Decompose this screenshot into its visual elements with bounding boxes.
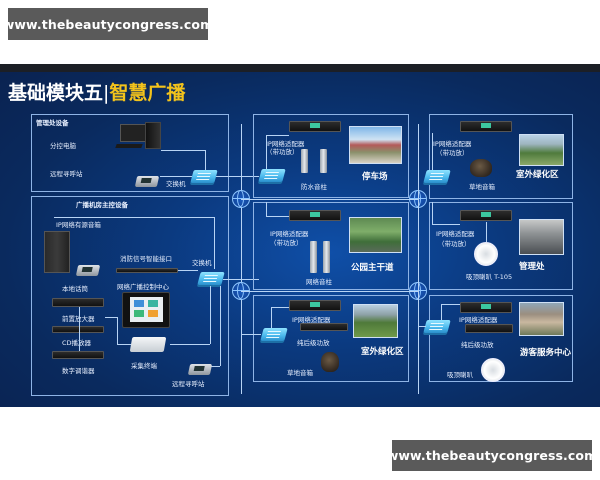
zone-visitor-center-photo [519,302,564,336]
remote-station-label: 远程寻呼站 [50,170,83,178]
zone-visitor-center-adapter-icon [460,302,512,313]
ip-speaker-label: IP网络有源音箱 [56,221,101,229]
panel-top-bar [0,64,600,72]
zone-green-area-1-amp-icon [300,323,348,331]
watermark-top: www.thebeautycongress.com [3,8,213,40]
zone-green-area-1-box [253,295,409,382]
title-module: 基础模块五 [8,82,104,104]
zone-visitor-center-box [429,295,573,382]
preamp-device-icon [52,298,104,307]
local-paging-label: 本地话筒 [62,285,88,293]
zone-visitor-center-amp-label: 纯后级功放 [461,341,494,349]
zone-park-road-adapter-icon [289,210,341,221]
zone-parking-adapter-icon [289,121,341,132]
zone-park-road-speaker-label: 网络音柱 [306,278,332,286]
zone-green-area-2-grass-speaker-icon [470,159,492,177]
capture-terminal-icon [129,337,167,352]
zone-park-road-adapter-label: IP网络适配器 [270,230,309,238]
zone-green-area-1-adapter-icon [289,300,341,311]
cd-player-device-icon [52,326,104,333]
control-center-label: 网络广播控制中心 [117,283,169,291]
zone-green-area-1-amp-label: 纯后级功放 [297,339,330,347]
control-room-box [31,196,229,396]
network-column-speaker-icon-2 [323,241,330,273]
pc-tower-icon [145,122,161,149]
zone-park-road-box [253,202,409,290]
paging-station-icon [134,176,160,187]
zone-park-road-adapter-sub: （带功放） [270,239,303,247]
zone-visitor-center-ceiling-speaker-icon [481,358,505,382]
zone-green-area-1-adapter-label: IP网络适配器 [292,316,331,324]
control-room-switch-icon [197,272,225,285]
zone-management-office-adapter-sub: （带功放） [438,240,471,248]
computer-icon [120,124,146,142]
zone-management-office-ceiling-speaker-icon [474,242,498,266]
management-switch-icon [190,170,218,183]
diagram-title: 基础模块五|智慧广播 [8,78,185,105]
zone-green-area-2-photo [519,134,564,166]
zone-management-office-adapter-icon [460,210,512,221]
zone-green-area-2-adapter-icon [460,121,512,132]
zone-parking-photo [349,126,402,164]
control-room-heading: 广播机房主控设备 [76,201,128,209]
fire-interface-device-icon [116,268,178,273]
zone-green-area-2-adapter-label: IP网络适配器 [433,140,472,148]
pc-label: 分控电脑 [50,142,76,150]
tuner-device-icon [52,351,104,359]
capture-terminal-label: 采集终端 [131,362,157,370]
zone-green-area-2-adapter-sub: （带功放） [436,149,469,157]
waterproof-column-speaker-icon-1 [301,149,308,173]
control-center-tablet-icon [122,292,170,328]
management-heading: 管理处设备 [36,119,69,127]
zone-management-office-photo [519,219,564,255]
zone-management-office-adapter-label: IP网络适配器 [436,230,475,238]
network-column-speaker-icon-1 [310,241,317,273]
zone-parking-name: 停车场 [362,172,388,182]
zone-management-office-box [429,202,573,290]
zone-management-office-speaker-label: 吸顶喇叭 T-105 [466,273,513,281]
ip-active-speaker-icon [44,231,70,273]
zone-parking-switch-icon [258,169,286,182]
zone-visitor-center-name: 游客服务中心 [520,348,572,358]
zone-parking-adapter-label: IP网络适配器 [266,140,305,148]
keyboard-icon [115,144,143,148]
zone-visitor-center-amp-icon [465,324,513,333]
fire-interface-label: 消防信号智能接口 [120,255,172,263]
zone-green-area-2-box [429,114,573,199]
watermark-bottom: www.thebeautycongress.com [387,440,597,471]
zone-green-area-1-speaker-label: 草地音箱 [287,369,313,377]
zone-green-area-2-name: 室外绿化区 [516,170,559,180]
management-box [31,114,229,192]
zone-parking-speaker-label: 防水音柱 [301,183,327,191]
zone-green-area-1-photo [353,304,398,338]
zone-park-road-name: 公园主干道 [351,263,394,273]
control-room-remote-station-label: 远程寻呼站 [172,380,205,388]
zone-visitor-center-speaker-label: 吸顶喇叭 [447,371,473,379]
zone-visitor-center-adapter-label: IP网络适配器 [459,316,498,324]
local-paging-mic-icon [75,265,101,276]
preamp-label: 前置放大器 [62,313,95,323]
zone-green-area-2-switch-icon [423,170,451,183]
management-switch-label: 交换机 [166,180,186,188]
title-separator: | [103,82,110,104]
zone-park-road-photo [349,217,402,253]
diagram-panel: 基础模块五|智慧广播 管理处设备 分控电脑 远程寻呼站 交换机 广播机房主控设备… [0,64,600,407]
remote-paging-station-icon [187,364,213,375]
zone-green-area-1-switch-icon [260,328,288,341]
zone-parking-box [253,114,409,198]
zone-green-area-2-speaker-label: 草地音箱 [469,183,495,191]
title-smart-broadcast: 智慧广播 [109,82,186,104]
zone-visitor-center-switch-icon [423,320,451,333]
tuner-label: 数字调谐器 [62,367,95,375]
control-room-switch-label: 交换机 [192,259,212,267]
zone-green-area-1-name: 室外绿化区 [361,347,404,357]
waterproof-column-speaker-icon-2 [320,149,327,173]
zone-management-office-name: 管理处 [519,262,545,272]
zone-green-area-1-grass-speaker-icon [321,352,339,372]
zone-parking-adapter-sub: （带功放） [266,148,299,156]
cd-player-label: CD播放器 [62,339,92,347]
